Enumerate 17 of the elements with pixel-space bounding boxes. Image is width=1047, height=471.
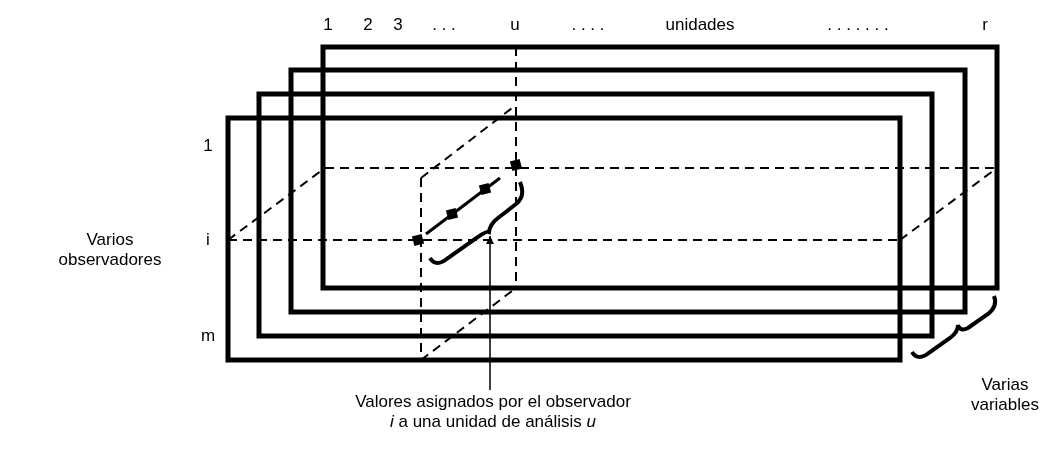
- column-number: 3: [393, 15, 403, 35]
- curly-brace: [428, 181, 525, 265]
- ellipsis: . . .: [432, 15, 456, 35]
- axis-label: Varias variables: [969, 375, 1040, 415]
- axis-label: unidades: [665, 15, 735, 35]
- ellipsis: . . . .: [571, 15, 605, 35]
- ellipsis: . . . . . . .: [827, 15, 889, 35]
- axis-label: Varios observadores: [57, 230, 163, 270]
- leader-arrow: [486, 235, 494, 391]
- row-number: m: [200, 326, 216, 346]
- column-number: u: [510, 15, 520, 35]
- annotation-text: Valores asignados por el observador i a una unidad de análisis u: [353, 392, 633, 432]
- column-number: 1: [323, 15, 333, 35]
- row-number: 1: [203, 136, 213, 156]
- row-number: i: [206, 230, 210, 250]
- column-number: r: [982, 15, 988, 35]
- column-number: 2: [363, 15, 373, 35]
